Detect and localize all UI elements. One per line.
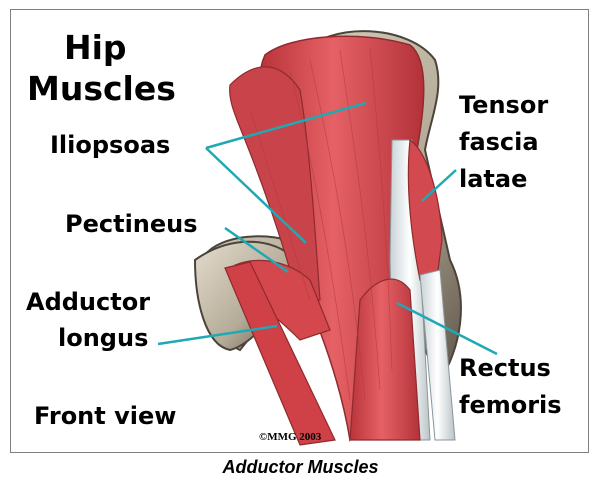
- label-rectus-femoris-line-1: Rectus: [459, 354, 551, 382]
- label-pectineus: Pectineus: [65, 210, 198, 238]
- label-tensor-fascia-latae-line-3: latae: [459, 165, 527, 193]
- label-tensor-fascia-latae-line-1: Tensor: [459, 91, 548, 119]
- label-tensor-fascia-latae-line-2: fascia: [459, 128, 539, 156]
- label-rectus-femoris-line-2: femoris: [459, 391, 562, 419]
- label-iliopsoas: Iliopsoas: [50, 131, 170, 159]
- title-line-2: Muscles: [27, 69, 176, 108]
- copyright-text: ©MMG 2003: [259, 431, 322, 443]
- label-adductor-longus-line-2: longus: [58, 324, 148, 352]
- label-front-view: Front view: [34, 402, 176, 430]
- figure-caption: Adductor Muscles: [0, 457, 601, 478]
- anatomy-illustration: Hip Muscles Iliopsoas Pectineus Adductor…: [0, 0, 601, 455]
- label-adductor-longus-line-1: Adductor: [26, 288, 150, 316]
- title-line-1: Hip: [64, 28, 127, 67]
